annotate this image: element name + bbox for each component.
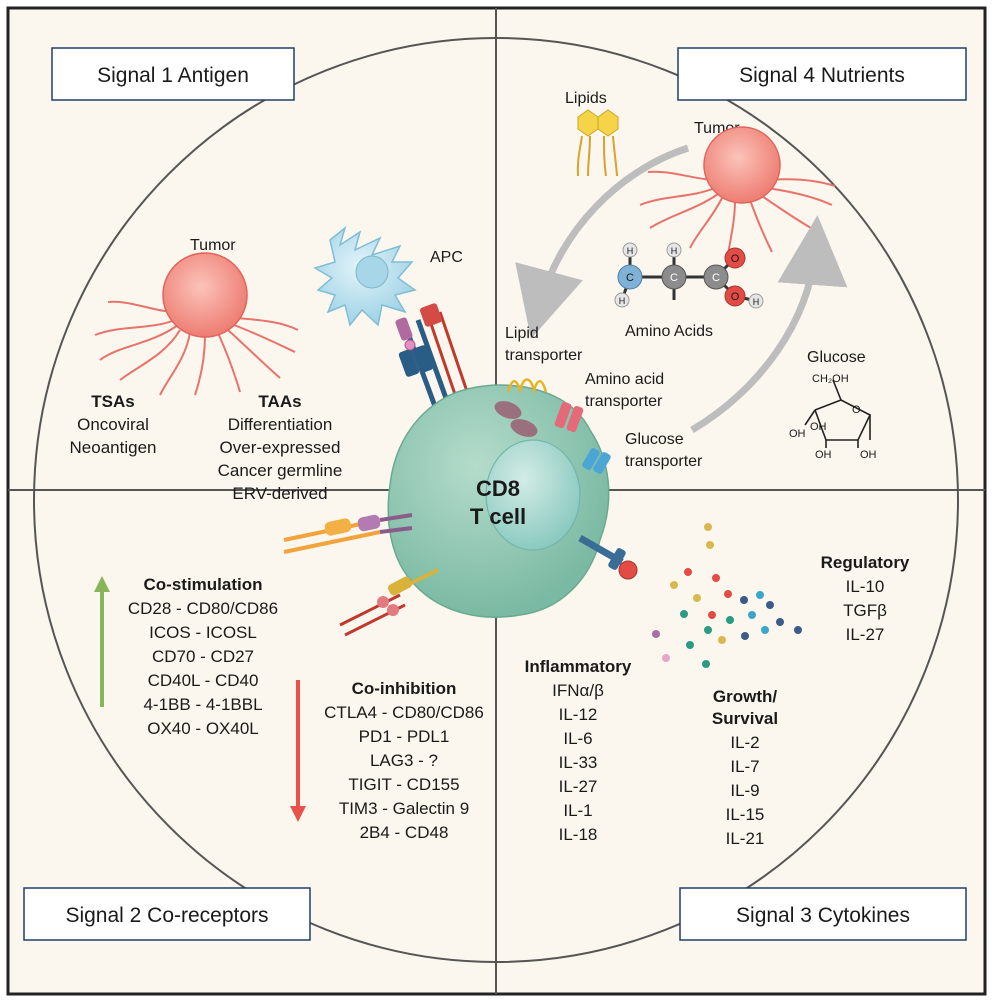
coinhib-arrow: [290, 680, 306, 822]
coinhib-item: PD1 - PDL1: [359, 727, 450, 746]
growth-item: IL-21: [726, 829, 765, 848]
glucose-transporter-label: Glucose: [625, 431, 684, 448]
growth-title: Survival: [712, 709, 778, 728]
glucose-group-label: OH: [810, 421, 827, 433]
tcell-label-line2: T cell: [470, 504, 526, 529]
regulatory-title: Regulatory: [821, 553, 910, 572]
costim-receptor-icon: [283, 513, 413, 554]
amino-acid-molecule-icon: [614, 242, 764, 309]
coinhib-item: LAG3 - ?: [370, 751, 438, 770]
coinhib-item: 2B4 - CD48: [360, 823, 449, 842]
growth-item: IL-7: [730, 757, 759, 776]
atom-label: C: [626, 272, 634, 284]
glucose-group-label: OH: [789, 428, 806, 440]
lipid-transporter-icon: [494, 378, 548, 437]
coinhib-item: TIM3 - Galectin 9: [339, 799, 469, 818]
amino-acids-label: Amino Acids: [625, 323, 713, 340]
inflammatory-title: Inflammatory: [525, 657, 632, 676]
glucose-group-label: OH: [815, 449, 832, 461]
amino-acid-transporter-icon: [554, 401, 584, 433]
growth-title: Growth/: [713, 687, 777, 706]
tsa-item: Neoantigen: [70, 438, 157, 457]
glucose-group-label: OH: [860, 449, 877, 461]
signal2-label: Signal 2 Co-receptors: [65, 904, 268, 927]
lipid-transporter-label: Lipid: [505, 325, 539, 342]
tsa-item: Oncoviral: [77, 415, 149, 434]
glucose-transporter-icon: [582, 448, 611, 474]
regulatory-item: IL-27: [846, 625, 885, 644]
atom-label: O: [731, 291, 740, 303]
costim-item: 4-1BB - 4-1BBL: [143, 695, 262, 714]
glucose-to-tumor-arrow: [690, 215, 848, 434]
inflammatory-item: IL-18: [559, 825, 598, 844]
tcell-label-line1: CD8: [476, 476, 520, 501]
growth-item: IL-15: [726, 805, 765, 824]
tumor-cell-icon: [162, 252, 248, 338]
costim-item: CD40L - CD40: [148, 671, 259, 690]
tumor-antigen-illustration: [94, 300, 299, 396]
signal4-box: Signal 4 Nutrients: [677, 47, 967, 101]
tumor-cell-icon: [703, 126, 781, 204]
amino-transporter-label: transporter: [585, 393, 663, 410]
signal1-label: Signal 1 Antigen: [97, 64, 249, 87]
amino-transporter-label: Amino acid: [585, 371, 664, 388]
signal3-box: Signal 3 Cytokines: [679, 887, 967, 941]
glucose-group-label: O: [852, 404, 861, 416]
atom-label: C: [670, 272, 678, 284]
atom-label: H: [753, 297, 760, 307]
signal1-box: Signal 1 Antigen: [51, 47, 295, 101]
costim-item: ICOS - ICOSL: [149, 623, 257, 642]
costim-item: OX40 - OX40L: [147, 719, 259, 738]
cytokine-receptor-icon: [578, 534, 638, 580]
regulatory-item: IL-10: [846, 577, 885, 596]
cytokine-dots: [652, 523, 802, 668]
apc-label: APC: [430, 249, 463, 266]
lipid-molecule-icon: [576, 109, 619, 177]
glucose-molecule-icon: [804, 379, 872, 448]
glucose-group-label: CH₂OH: [812, 373, 849, 385]
cd8-t-cell-icon: [387, 384, 610, 618]
coinhib-title: Co-inhibition: [352, 679, 457, 698]
inflammatory-item: IFNα/β: [552, 681, 604, 700]
inflammatory-item: IL-12: [559, 705, 598, 724]
inflammatory-item: IL-33: [559, 753, 598, 772]
costim-item: CD70 - CD27: [152, 647, 254, 666]
atom-label: H: [671, 246, 678, 256]
tsa-title: TSAs: [91, 392, 134, 411]
inflammatory-item: IL-6: [563, 729, 592, 748]
inflammatory-item: IL-1: [563, 801, 592, 820]
taa-title: TAAs: [258, 392, 301, 411]
coinhib-item: TIGIT - CD155: [348, 775, 459, 794]
taa-item: Cancer germline: [218, 461, 343, 480]
regulatory-item: TGFβ: [843, 601, 887, 620]
costim-item: CD28 - CD80/CD86: [128, 599, 278, 618]
tumor-to-tcell-arrow: [515, 144, 690, 339]
coinhib-item: CTLA4 - CD80/CD86: [324, 703, 484, 722]
signal3-label: Signal 3 Cytokines: [736, 904, 910, 927]
tumor-label-antigen: Tumor: [190, 237, 236, 254]
atom-label: H: [619, 296, 626, 306]
lipids-label: Lipids: [565, 90, 607, 107]
signal2-box: Signal 2 Co-receptors: [23, 887, 311, 941]
tcr-mhc-complex: [395, 303, 476, 421]
coinhib-receptor-icon: [339, 568, 439, 637]
apc-cell-icon: [313, 225, 417, 327]
growth-item: IL-2: [730, 733, 759, 752]
costim-arrow: [94, 576, 110, 707]
atom-label: H: [627, 246, 634, 256]
costim-title: Co-stimulation: [144, 575, 263, 594]
lipid-transporter-label: transporter: [505, 347, 583, 364]
taa-item: ERV-derived: [232, 484, 327, 503]
growth-item: IL-9: [730, 781, 759, 800]
atom-label: O: [731, 253, 740, 265]
glucose-transporter-label: transporter: [625, 453, 703, 470]
inflammatory-item: IL-27: [559, 777, 598, 796]
glucose-label: Glucose: [807, 349, 866, 366]
signal4-label: Signal 4 Nutrients: [739, 64, 905, 87]
taa-item: Over-expressed: [220, 438, 341, 457]
atom-label: C: [712, 272, 720, 284]
taa-item: Differentiation: [228, 415, 333, 434]
